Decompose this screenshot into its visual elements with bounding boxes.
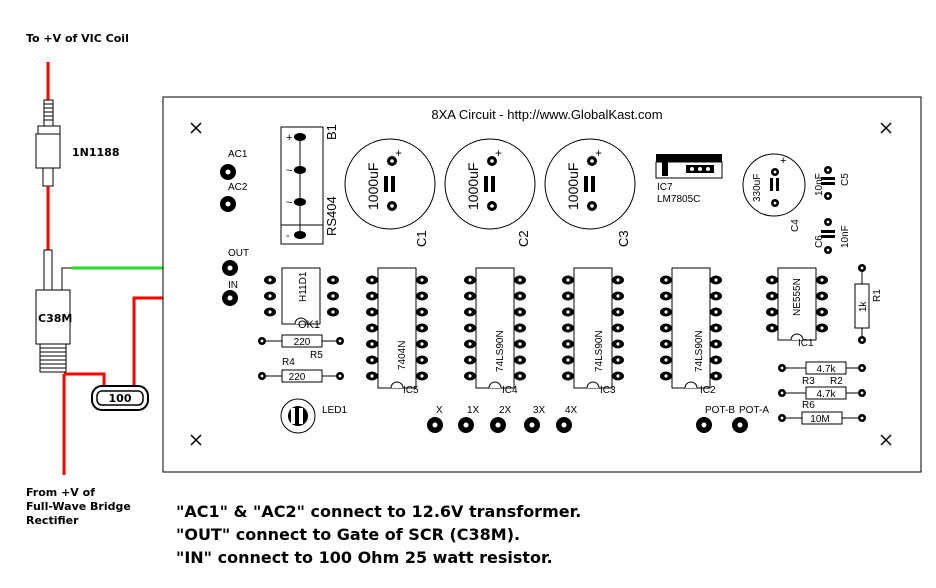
out-3x-label: 3X: [533, 405, 546, 416]
capacitor-c3: [544, 138, 636, 230]
top-label: To +V of VIC Coil: [26, 32, 129, 45]
b1-label: B1: [324, 124, 339, 140]
scr-label: C38M: [38, 312, 72, 325]
resistor-r4: [258, 369, 344, 383]
c6-value: 10nF: [840, 225, 851, 248]
ic2-label: IC2: [700, 385, 716, 396]
out-1x-label: 1X: [467, 405, 480, 416]
resistor-r2: [778, 386, 866, 400]
ic2-74ls90n: [660, 267, 722, 389]
ic5-7404n: [366, 267, 428, 389]
ic3-chip-label: 74LS90N: [594, 330, 605, 372]
led1: [280, 398, 316, 434]
ic1-ne555n: [766, 267, 828, 341]
c3-label: C3: [616, 230, 631, 247]
corner-marks: [190, 122, 892, 446]
c4-value: 330uF: [752, 174, 763, 202]
c1-value: 1000uF: [365, 163, 381, 210]
r5-value: 220: [294, 337, 311, 348]
pot-b-label: POT-B: [705, 405, 735, 416]
regulator-lm7805c: [655, 154, 723, 179]
note-in: "IN" connect to 100 Ohm 25 watt resistor…: [176, 548, 553, 567]
out-4x-label: 4X: [565, 405, 578, 416]
r2-label: R2: [830, 376, 843, 387]
ac1-label: AC1: [228, 149, 248, 160]
resistor-r3: [778, 361, 866, 375]
diode-1n1188: [35, 99, 61, 187]
c2-label: C2: [516, 230, 531, 247]
ic1-chip-label: NE555N: [792, 278, 803, 316]
ic3-label: IC3: [600, 385, 616, 396]
c1-plus: +: [395, 146, 402, 160]
capacitor-c2: [444, 138, 536, 230]
bridge-pin-plus: +: [286, 132, 292, 144]
resistor-label: 100: [109, 392, 132, 405]
out-2x-label: 2X: [499, 405, 512, 416]
bridge-pin-ac1: ~: [286, 165, 292, 177]
c5-value: 10nF: [814, 173, 825, 196]
optocoupler-ok1: [264, 267, 339, 325]
ac2-label: AC2: [228, 182, 248, 193]
out-label: OUT: [228, 248, 249, 259]
c1-label: C1: [414, 230, 429, 247]
c6-label: C6: [814, 235, 825, 248]
c4-plus: +: [780, 155, 786, 167]
ic-layer: [264, 267, 828, 389]
r2-value: 4.7k: [817, 389, 837, 400]
ic1-label: IC1: [798, 338, 814, 349]
r6-label: R6: [802, 400, 815, 411]
ic3-74ls90n: [562, 267, 624, 389]
resistor-100-ohm: [91, 385, 149, 411]
lm7805c-label: LM7805C: [657, 194, 700, 205]
ic5-chip-label: 7404N: [397, 341, 408, 370]
c2-plus: +: [495, 146, 502, 160]
resistor-r6: [778, 411, 866, 425]
c2-value: 1000uF: [465, 163, 481, 210]
led1-label: LED1: [322, 405, 347, 416]
c3-value: 1000uF: [565, 163, 581, 210]
r4-label: R4: [282, 357, 295, 368]
note-out: "OUT" connect to Gate of SCR (C38M).: [176, 525, 520, 544]
c4-label: C4: [790, 219, 801, 232]
out-x-label: X: [436, 405, 443, 416]
resistor-r1: [854, 264, 870, 344]
bottom-label-line-1: From +V of: [26, 486, 95, 499]
bridge-rectifier-rs404: [280, 126, 324, 245]
ic2-chip-label: 74LS90N: [694, 330, 705, 372]
board-title: 8XA Circuit - http://www.GlobalKast.com: [431, 107, 662, 122]
c5-label: C5: [840, 173, 851, 186]
r3-label: R3: [802, 376, 815, 387]
ic7-label: IC7: [657, 182, 673, 193]
bridge-pin-minus: -: [286, 230, 290, 242]
wire-scr-resistor: [64, 372, 106, 388]
r4-value: 220: [289, 372, 306, 383]
ic5-label: IC5: [403, 385, 419, 396]
c3-plus: +: [595, 146, 602, 160]
bottom-label-line-3: Rectifier: [26, 514, 79, 527]
rs404-label: RS404: [324, 196, 339, 236]
capacitor-c1: [344, 138, 436, 230]
diode-label: 1N1188: [72, 146, 119, 159]
ic4-chip-label: 74LS90N: [495, 330, 506, 372]
ok1-label: OK1: [298, 319, 320, 331]
ok1-chip-label: H11D1: [298, 271, 309, 302]
capacitor-c4: [742, 153, 806, 217]
in-label: IN: [228, 280, 238, 291]
note-ac: "AC1" & "AC2" connect to 12.6V transform…: [176, 502, 581, 521]
r1-label: R1: [872, 289, 883, 302]
r3-value: 4.7k: [817, 364, 837, 375]
bottom-label-line-2: Full-Wave Bridge: [26, 500, 131, 513]
ic4-label: IC4: [502, 385, 518, 396]
scr-c38m: [35, 249, 72, 373]
r1-value: 1k: [858, 300, 869, 312]
r6-value: 10M: [810, 414, 829, 425]
ic4-74ls90n: [464, 267, 526, 389]
r5-label: R5: [310, 350, 323, 361]
capacitor-c6: [821, 218, 835, 254]
capacitor-c5: [821, 166, 835, 200]
bridge-pin-ac2: ~: [286, 197, 292, 209]
pot-a-label: POT-A: [739, 405, 769, 416]
resistor-r5: [258, 334, 344, 348]
